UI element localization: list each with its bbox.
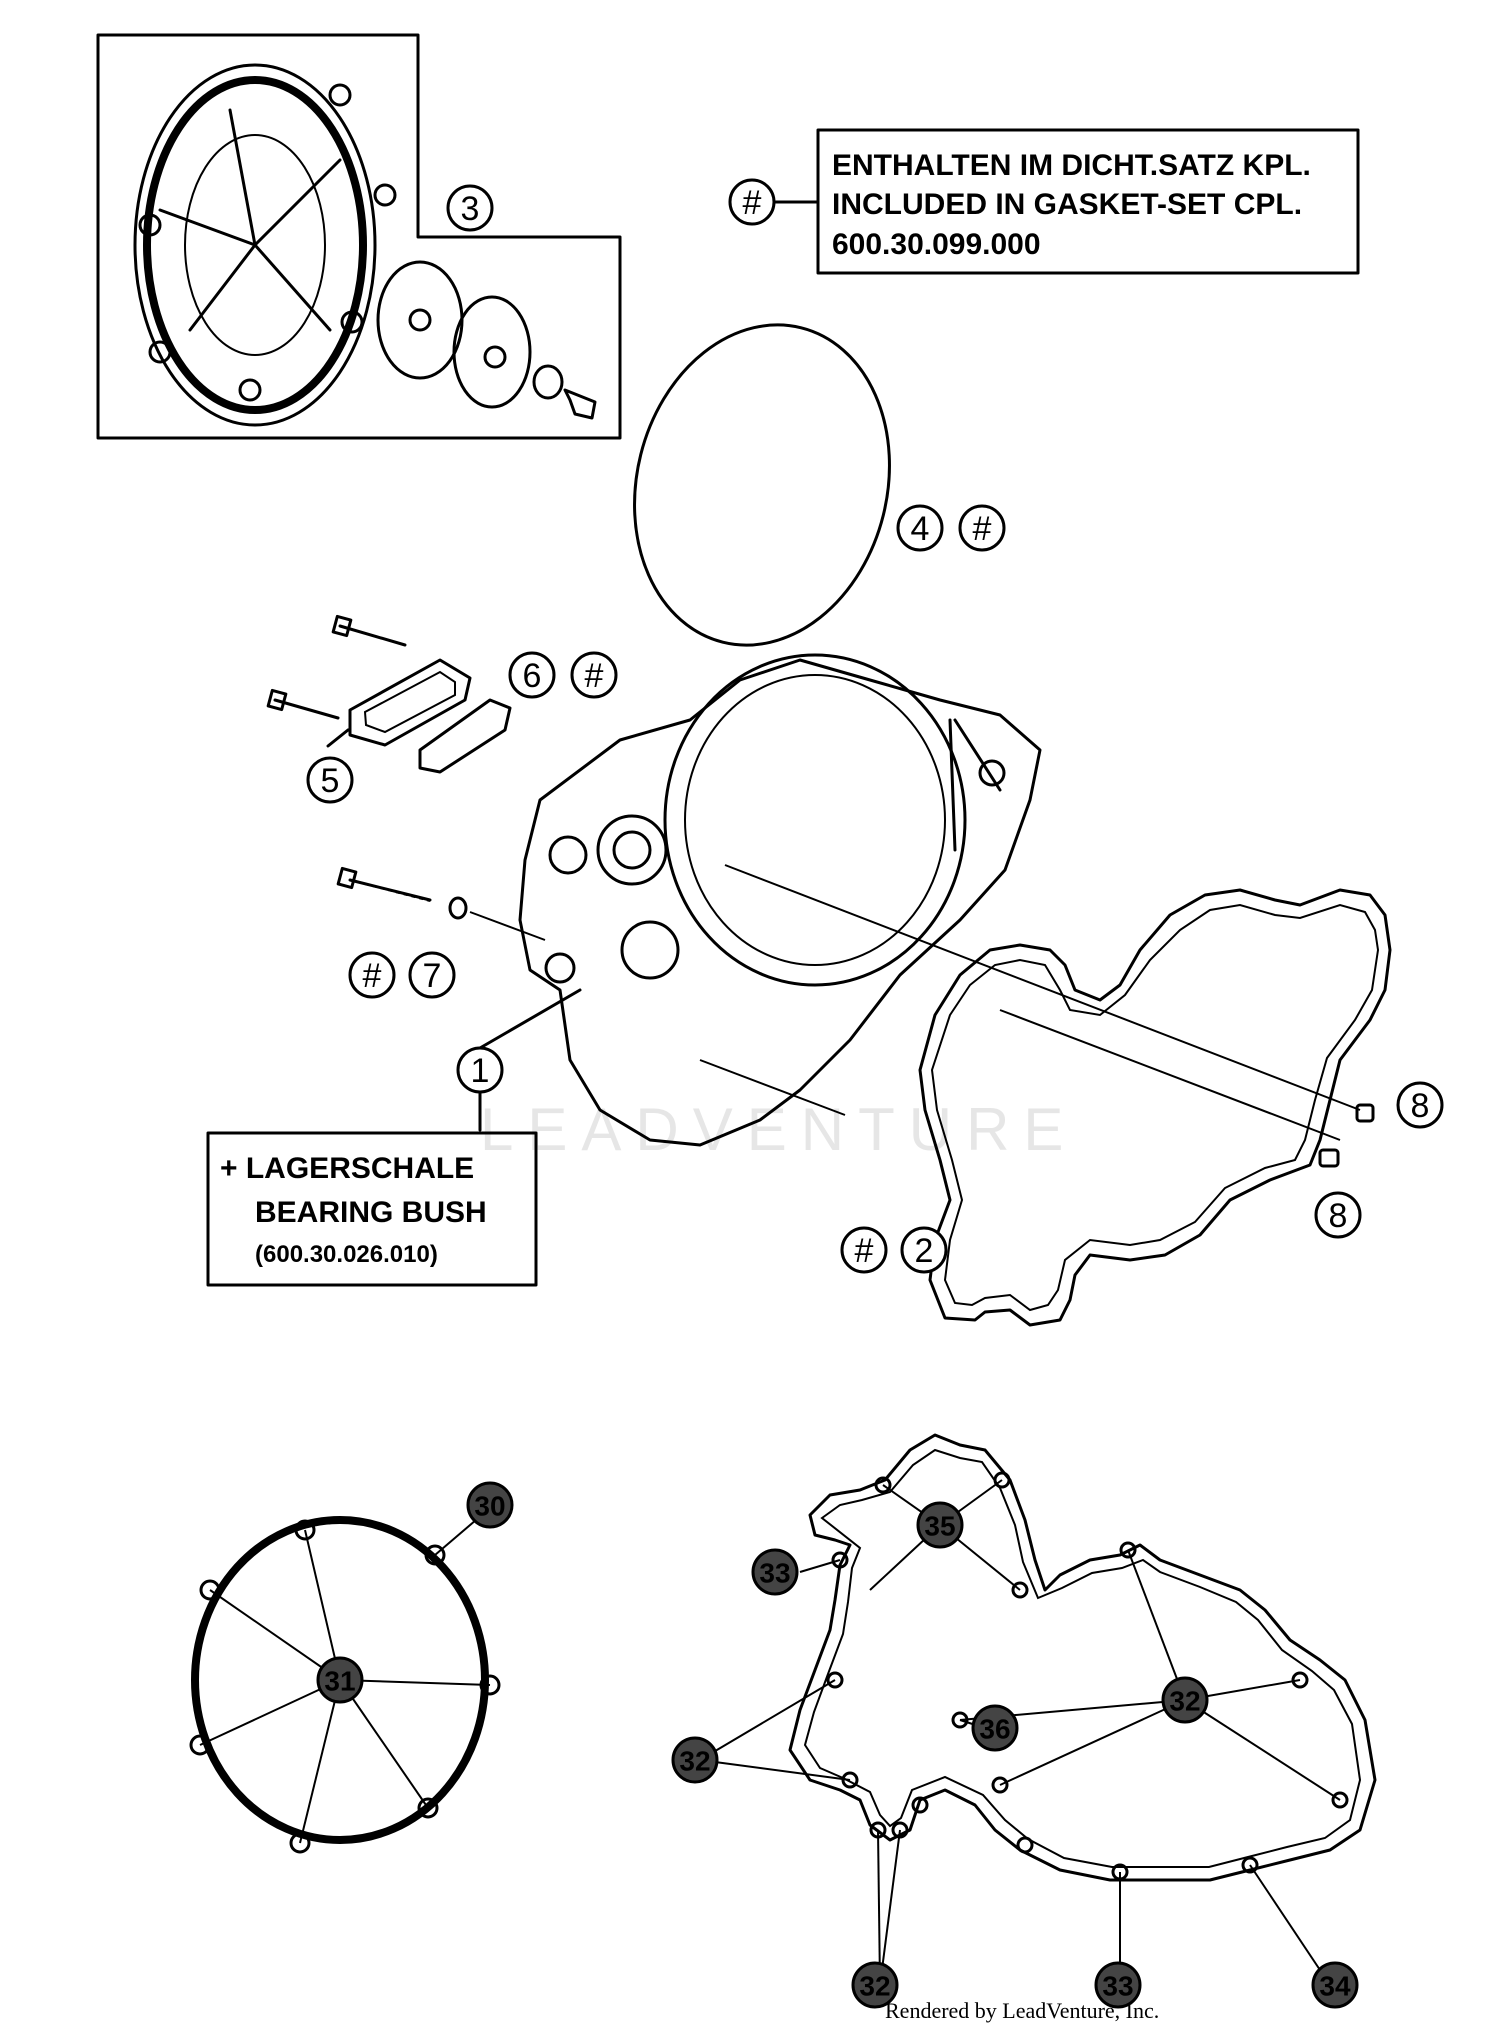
gasket-set-note: ENTHALTEN IM DICHT.SATZ KPL. INCLUDED IN… bbox=[728, 128, 1360, 275]
bearing-note-line-3: (600.30.026.010) bbox=[255, 1241, 438, 1268]
callout-34 bbox=[1311, 1961, 1359, 2009]
svg-text:#: # bbox=[973, 510, 992, 548]
svg-text:2: 2 bbox=[915, 1232, 934, 1270]
svg-text:8: 8 bbox=[1411, 1087, 1430, 1125]
svg-text:33: 33 bbox=[1102, 1971, 1133, 2002]
svg-text:33: 33 bbox=[759, 1558, 790, 1589]
callout-3: 3 bbox=[446, 184, 494, 232]
svg-text:#: # bbox=[585, 657, 604, 695]
svg-text:1: 1 bbox=[471, 1052, 490, 1090]
callout-36 bbox=[971, 1704, 1019, 1752]
part-2-gasket: # 2 bbox=[840, 888, 1392, 1327]
bearing-bush-note: + LAGERSCHALE BEARING BUSH (600.30.026.0… bbox=[206, 1131, 538, 1287]
part-1-crankcase-cover: 1 bbox=[456, 653, 1361, 1147]
part-6-gasket: 6 # bbox=[418, 651, 618, 774]
svg-text:35: 35 bbox=[924, 1511, 955, 1542]
lower-main-gasket: 35 33 32 32 36 32 33 34 bbox=[671, 1433, 1377, 2009]
lower-ring-gasket: 30 31 bbox=[189, 1481, 514, 1854]
part-7-bolt: # 7 bbox=[336, 866, 546, 999]
svg-text:32: 32 bbox=[1169, 1686, 1200, 1717]
svg-text:30: 30 bbox=[474, 1491, 505, 1522]
svg-text:8: 8 bbox=[1329, 1197, 1348, 1235]
svg-text:32: 32 bbox=[679, 1746, 710, 1777]
svg-text:31: 31 bbox=[324, 1666, 355, 1697]
footer-credit: Rendered by LeadVenture, Inc. bbox=[885, 1998, 1159, 2023]
gasket-note-line-3: 600.30.099.000 bbox=[832, 228, 1041, 261]
callout-32a bbox=[671, 1736, 719, 1784]
bearing-note-line-1: + LAGERSCHALE bbox=[220, 1152, 474, 1185]
bearing-note-line-2: BEARING BUSH bbox=[255, 1196, 487, 1229]
watermark-text: LEADVENTURE bbox=[480, 1096, 1077, 1163]
gasket-note-symbol: # bbox=[743, 184, 762, 222]
svg-text:4: 4 bbox=[911, 510, 930, 548]
gasket-note-line-2: INCLUDED IN GASKET-SET CPL. bbox=[832, 188, 1302, 221]
svg-text:36: 36 bbox=[979, 1714, 1010, 1745]
svg-text:7: 7 bbox=[423, 957, 442, 995]
svg-text:3: 3 bbox=[461, 190, 480, 228]
callout-33a bbox=[751, 1548, 799, 1596]
svg-text:34: 34 bbox=[1319, 1971, 1351, 2002]
part-4-o-ring: 4 # bbox=[633, 323, 1006, 647]
callout-32b bbox=[1161, 1676, 1209, 1724]
part-5-plate: 5 bbox=[266, 614, 472, 804]
part-3-cover-box bbox=[96, 33, 622, 440]
callout-35 bbox=[916, 1501, 964, 1549]
callout-32c bbox=[851, 1961, 899, 2009]
callout-33b bbox=[1094, 1961, 1142, 2009]
svg-text:#: # bbox=[855, 1232, 874, 1270]
gasket-note-line-1: ENTHALTEN IM DICHT.SATZ KPL. bbox=[832, 149, 1311, 182]
part-8-dowels: 8 8 bbox=[1314, 1081, 1444, 1239]
svg-text:#: # bbox=[363, 957, 382, 995]
svg-text:6: 6 bbox=[523, 657, 542, 695]
svg-text:5: 5 bbox=[321, 762, 340, 800]
svg-text:32: 32 bbox=[859, 1971, 890, 2002]
